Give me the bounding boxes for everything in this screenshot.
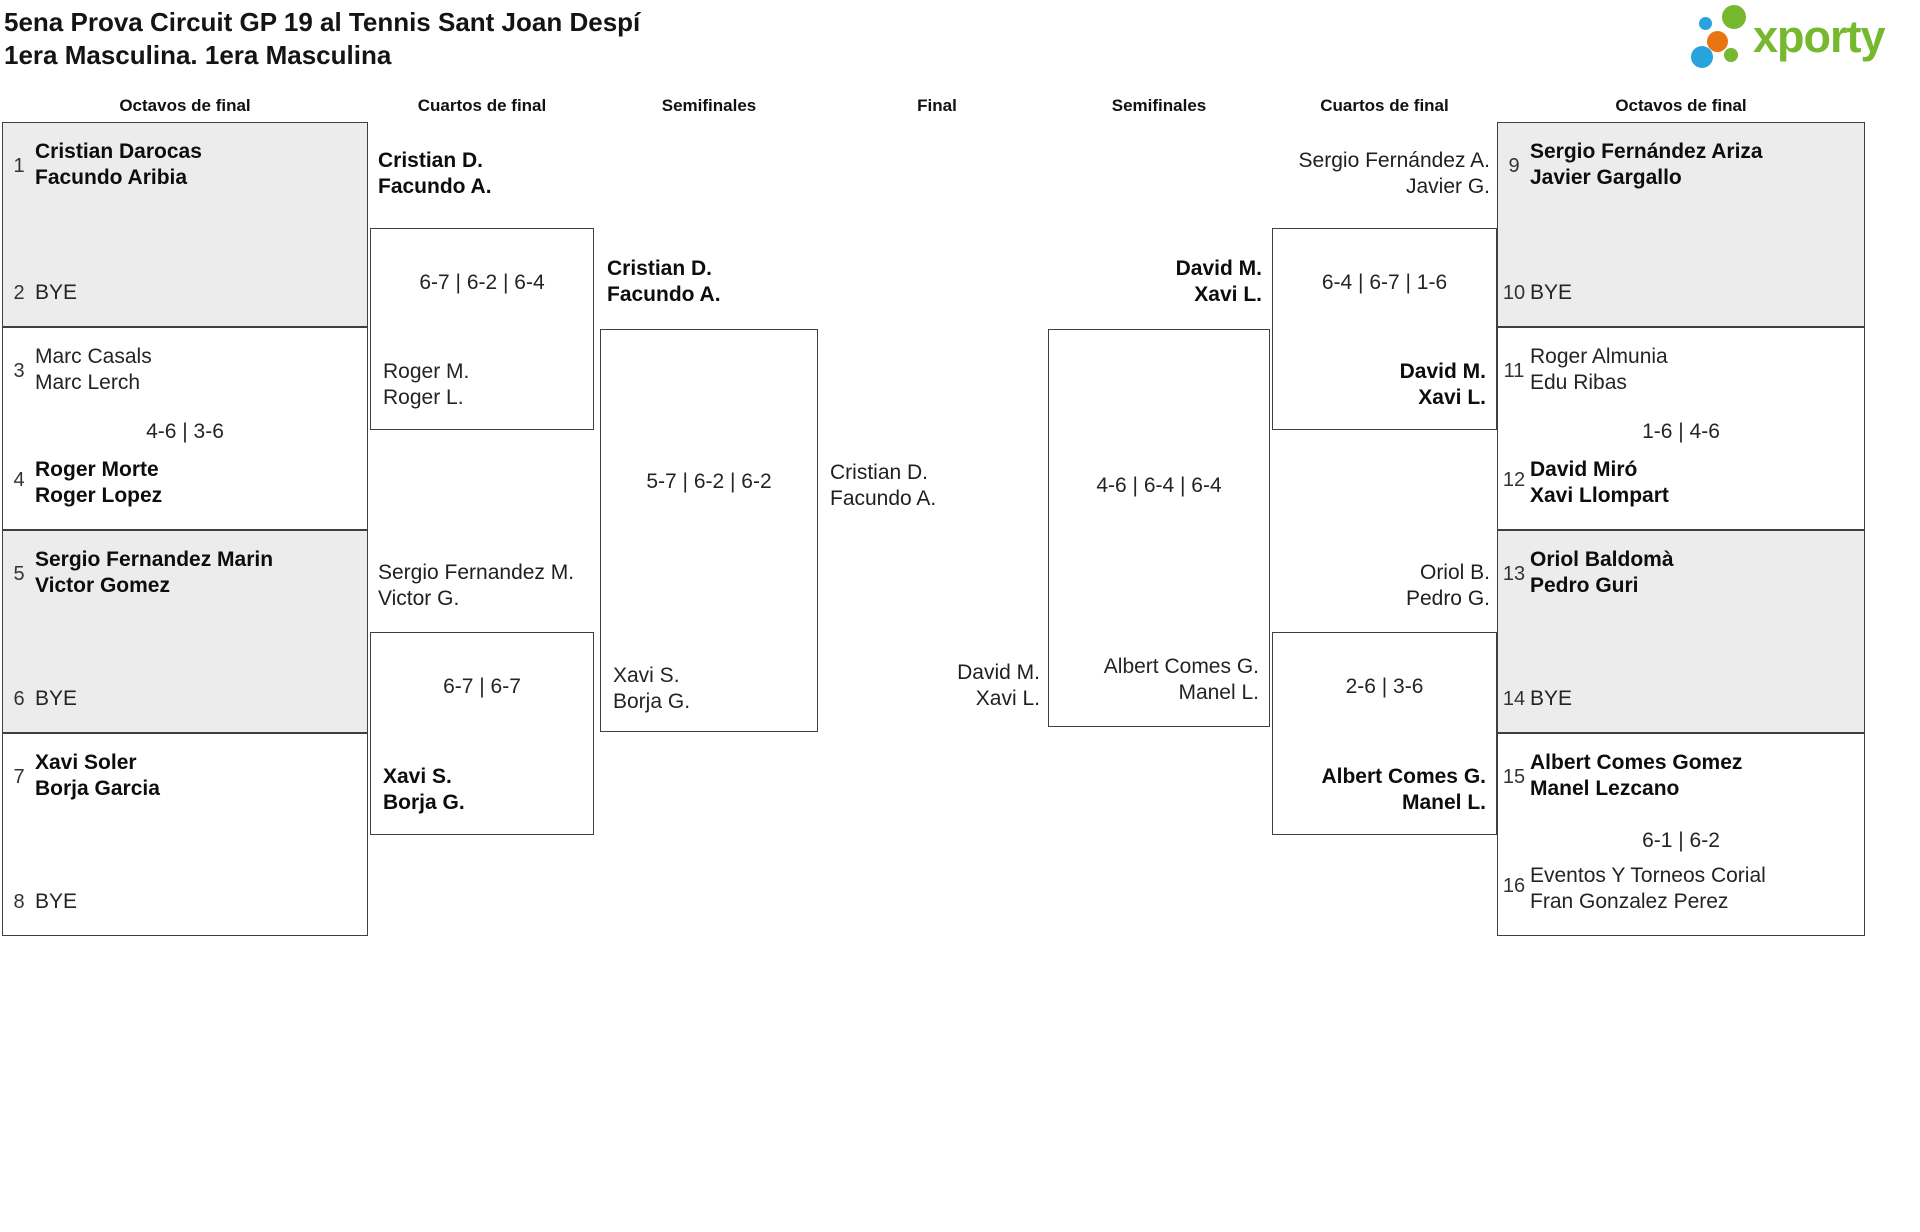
advancing-team: Sergio Fernandez M. Victor G. xyxy=(378,561,575,610)
seed-number: 14 xyxy=(1502,688,1526,710)
round-header-cuartos-right: Cuartos de final xyxy=(1320,96,1449,115)
seed-number: 1 xyxy=(13,155,25,177)
team-name: BYE xyxy=(35,890,78,913)
page-title: 5ena Prova Circuit GP 19 al Tennis Sant … xyxy=(4,6,640,72)
match-box-seeds-3-4: 3 Marc Casals Marc Lerch 4-6 | 3-6 4 Rog… xyxy=(2,327,368,530)
match-score: 6-4 | 6-7 | 1-6 xyxy=(1321,271,1448,294)
round-header-cuartos-left: Cuartos de final xyxy=(417,96,547,115)
finalist-right: David M. Xavi L. xyxy=(957,661,1040,710)
seed-number: 13 xyxy=(1502,563,1526,585)
match-box-qf-right-2: 2-6 | 3-6 Albert Comes G. Manel L. xyxy=(1272,632,1497,835)
team-name: Albert Comes G. Manel L. xyxy=(1321,765,1486,814)
logo-dot-orange-icon xyxy=(1707,31,1728,52)
advancing-team: Cristian D. Facundo A. xyxy=(607,257,721,306)
advancing-team: Oriol B. Pedro G. xyxy=(1405,561,1490,610)
team-name: BYE xyxy=(1530,687,1573,710)
team-name: Sergio Fernández Ariza Javier Gargallo xyxy=(1530,140,1763,189)
match-score: 6-7 | 6-2 | 6-4 xyxy=(419,271,545,294)
match-score: 4-6 | 3-6 xyxy=(146,420,224,443)
match-score: 5-7 | 6-2 | 6-2 xyxy=(646,470,772,493)
match-score: 6-7 | 6-7 xyxy=(443,675,521,698)
logo-dot-blue-large-icon xyxy=(1691,46,1713,68)
team-name: BYE xyxy=(35,687,78,710)
team-name: Oriol Baldomà Pedro Guri xyxy=(1530,548,1674,597)
seed-number: 11 xyxy=(1503,360,1525,382)
xporty-logo: xporty xyxy=(1690,2,1918,74)
seed-number: 5 xyxy=(13,563,25,585)
match-score: 6-1 | 6-2 xyxy=(1642,829,1720,852)
match-score: 2-6 | 3-6 xyxy=(1345,675,1424,698)
team-name: Roger Almunia Edu Ribas xyxy=(1530,345,1668,394)
seed-number: 3 xyxy=(13,360,25,382)
team-name: Cristian Darocas Facundo Aribia xyxy=(35,140,202,189)
team-name: Albert Comes G. Manel L. xyxy=(1103,655,1259,704)
team-name: Xavi S. Borja G. xyxy=(383,765,465,814)
match-box-seeds-5-6: 5 Sergio Fernandez Marin Victor Gomez 6 … xyxy=(2,530,368,733)
seed-number: 7 xyxy=(13,766,25,788)
team-name: Xavi Soler Borja Garcia xyxy=(35,751,160,800)
team-name: Roger M. Roger L. xyxy=(383,360,470,409)
match-box-qf-right-1: 6-4 | 6-7 | 1-6 David M. Xavi L. xyxy=(1272,228,1497,430)
match-box-qf-left-2: 6-7 | 6-7 Xavi S. Borja G. xyxy=(370,632,594,835)
round-header-final: Final xyxy=(917,96,957,115)
team-name: Sergio Fernandez Marin Victor Gomez xyxy=(35,548,274,597)
tournament-name: 5ena Prova Circuit GP 19 al Tennis Sant … xyxy=(4,7,641,37)
match-box-seeds-15-16: 15 Albert Comes Gomez Manel Lezcano 6-1 … xyxy=(1497,733,1865,936)
team-name: Marc Casals Marc Lerch xyxy=(35,345,152,394)
team-name: BYE xyxy=(1530,281,1573,304)
seed-number: 6 xyxy=(13,688,25,710)
team-name: Roger Morte Roger Lopez xyxy=(35,458,163,507)
seed-number: 4 xyxy=(13,469,25,491)
seed-number: 12 xyxy=(1502,469,1526,491)
match-box-seeds-11-12: 11 Roger Almunia Edu Ribas 1-6 | 4-6 12 … xyxy=(1497,327,1865,530)
match-box-seeds-9-10: 9 Sergio Fernández Ariza Javier Gargallo… xyxy=(1497,122,1865,327)
team-name: David M. Xavi L. xyxy=(1399,360,1486,409)
team-name: David Miró Xavi Llompart xyxy=(1530,458,1669,507)
team-name: Albert Comes Gomez Manel Lezcano xyxy=(1530,751,1743,800)
logo-dot-blue-small-icon xyxy=(1699,17,1712,30)
team-name: BYE xyxy=(35,281,78,304)
seed-number: 8 xyxy=(13,891,25,913)
match-box-sf-left: 5-7 | 6-2 | 6-2 Xavi S. Borja G. xyxy=(600,329,818,732)
match-box-seeds-13-14: 13 Oriol Baldomà Pedro Guri 14 BYE xyxy=(1497,530,1865,733)
advancing-team: Sergio Fernández A. Javier G. xyxy=(1298,149,1490,198)
match-score: 4-6 | 6-4 | 6-4 xyxy=(1096,474,1222,497)
match-box-seeds-1-2: 1 Cristian Darocas Facundo Aribia 2 BYE xyxy=(2,122,368,327)
seed-number: 9 xyxy=(1508,155,1520,177)
match-box-seeds-7-8: 7 Xavi Soler Borja Garcia 8 BYE xyxy=(2,733,368,936)
seed-number: 16 xyxy=(1502,875,1526,897)
advancing-team: Cristian D. Facundo A. xyxy=(378,149,492,198)
logo-dot-green-small-icon xyxy=(1724,48,1738,62)
round-header-semifinales-left: Semifinales xyxy=(661,96,757,115)
match-box-qf-left-1: 6-7 | 6-2 | 6-4 Roger M. Roger L. xyxy=(370,228,594,430)
category-name: 1era Masculina. 1era Masculina xyxy=(4,40,392,70)
match-score: 1-6 | 4-6 xyxy=(1642,420,1720,443)
advancing-team: David M. Xavi L. xyxy=(1175,257,1262,306)
seed-number: 2 xyxy=(13,282,25,304)
round-header-octavos-left: Octavos de final xyxy=(119,96,251,115)
logo-text: xporty xyxy=(1753,11,1886,62)
finalist-left: Cristian D. Facundo A. xyxy=(830,461,937,510)
round-header-octavos-right: Octavos de final xyxy=(1615,96,1747,115)
round-header-semifinales-right: Semifinales xyxy=(1111,96,1207,115)
match-box-sf-right: 4-6 | 6-4 | 6-4 Albert Comes G. Manel L. xyxy=(1048,329,1270,727)
logo-dot-green-large-icon xyxy=(1722,5,1746,29)
team-name: Eventos Y Torneos Corial Fran Gonzalez P… xyxy=(1530,864,1766,913)
team-name: Xavi S. Borja G. xyxy=(613,664,691,713)
seed-number: 10 xyxy=(1502,282,1526,304)
seed-number: 15 xyxy=(1502,766,1526,788)
